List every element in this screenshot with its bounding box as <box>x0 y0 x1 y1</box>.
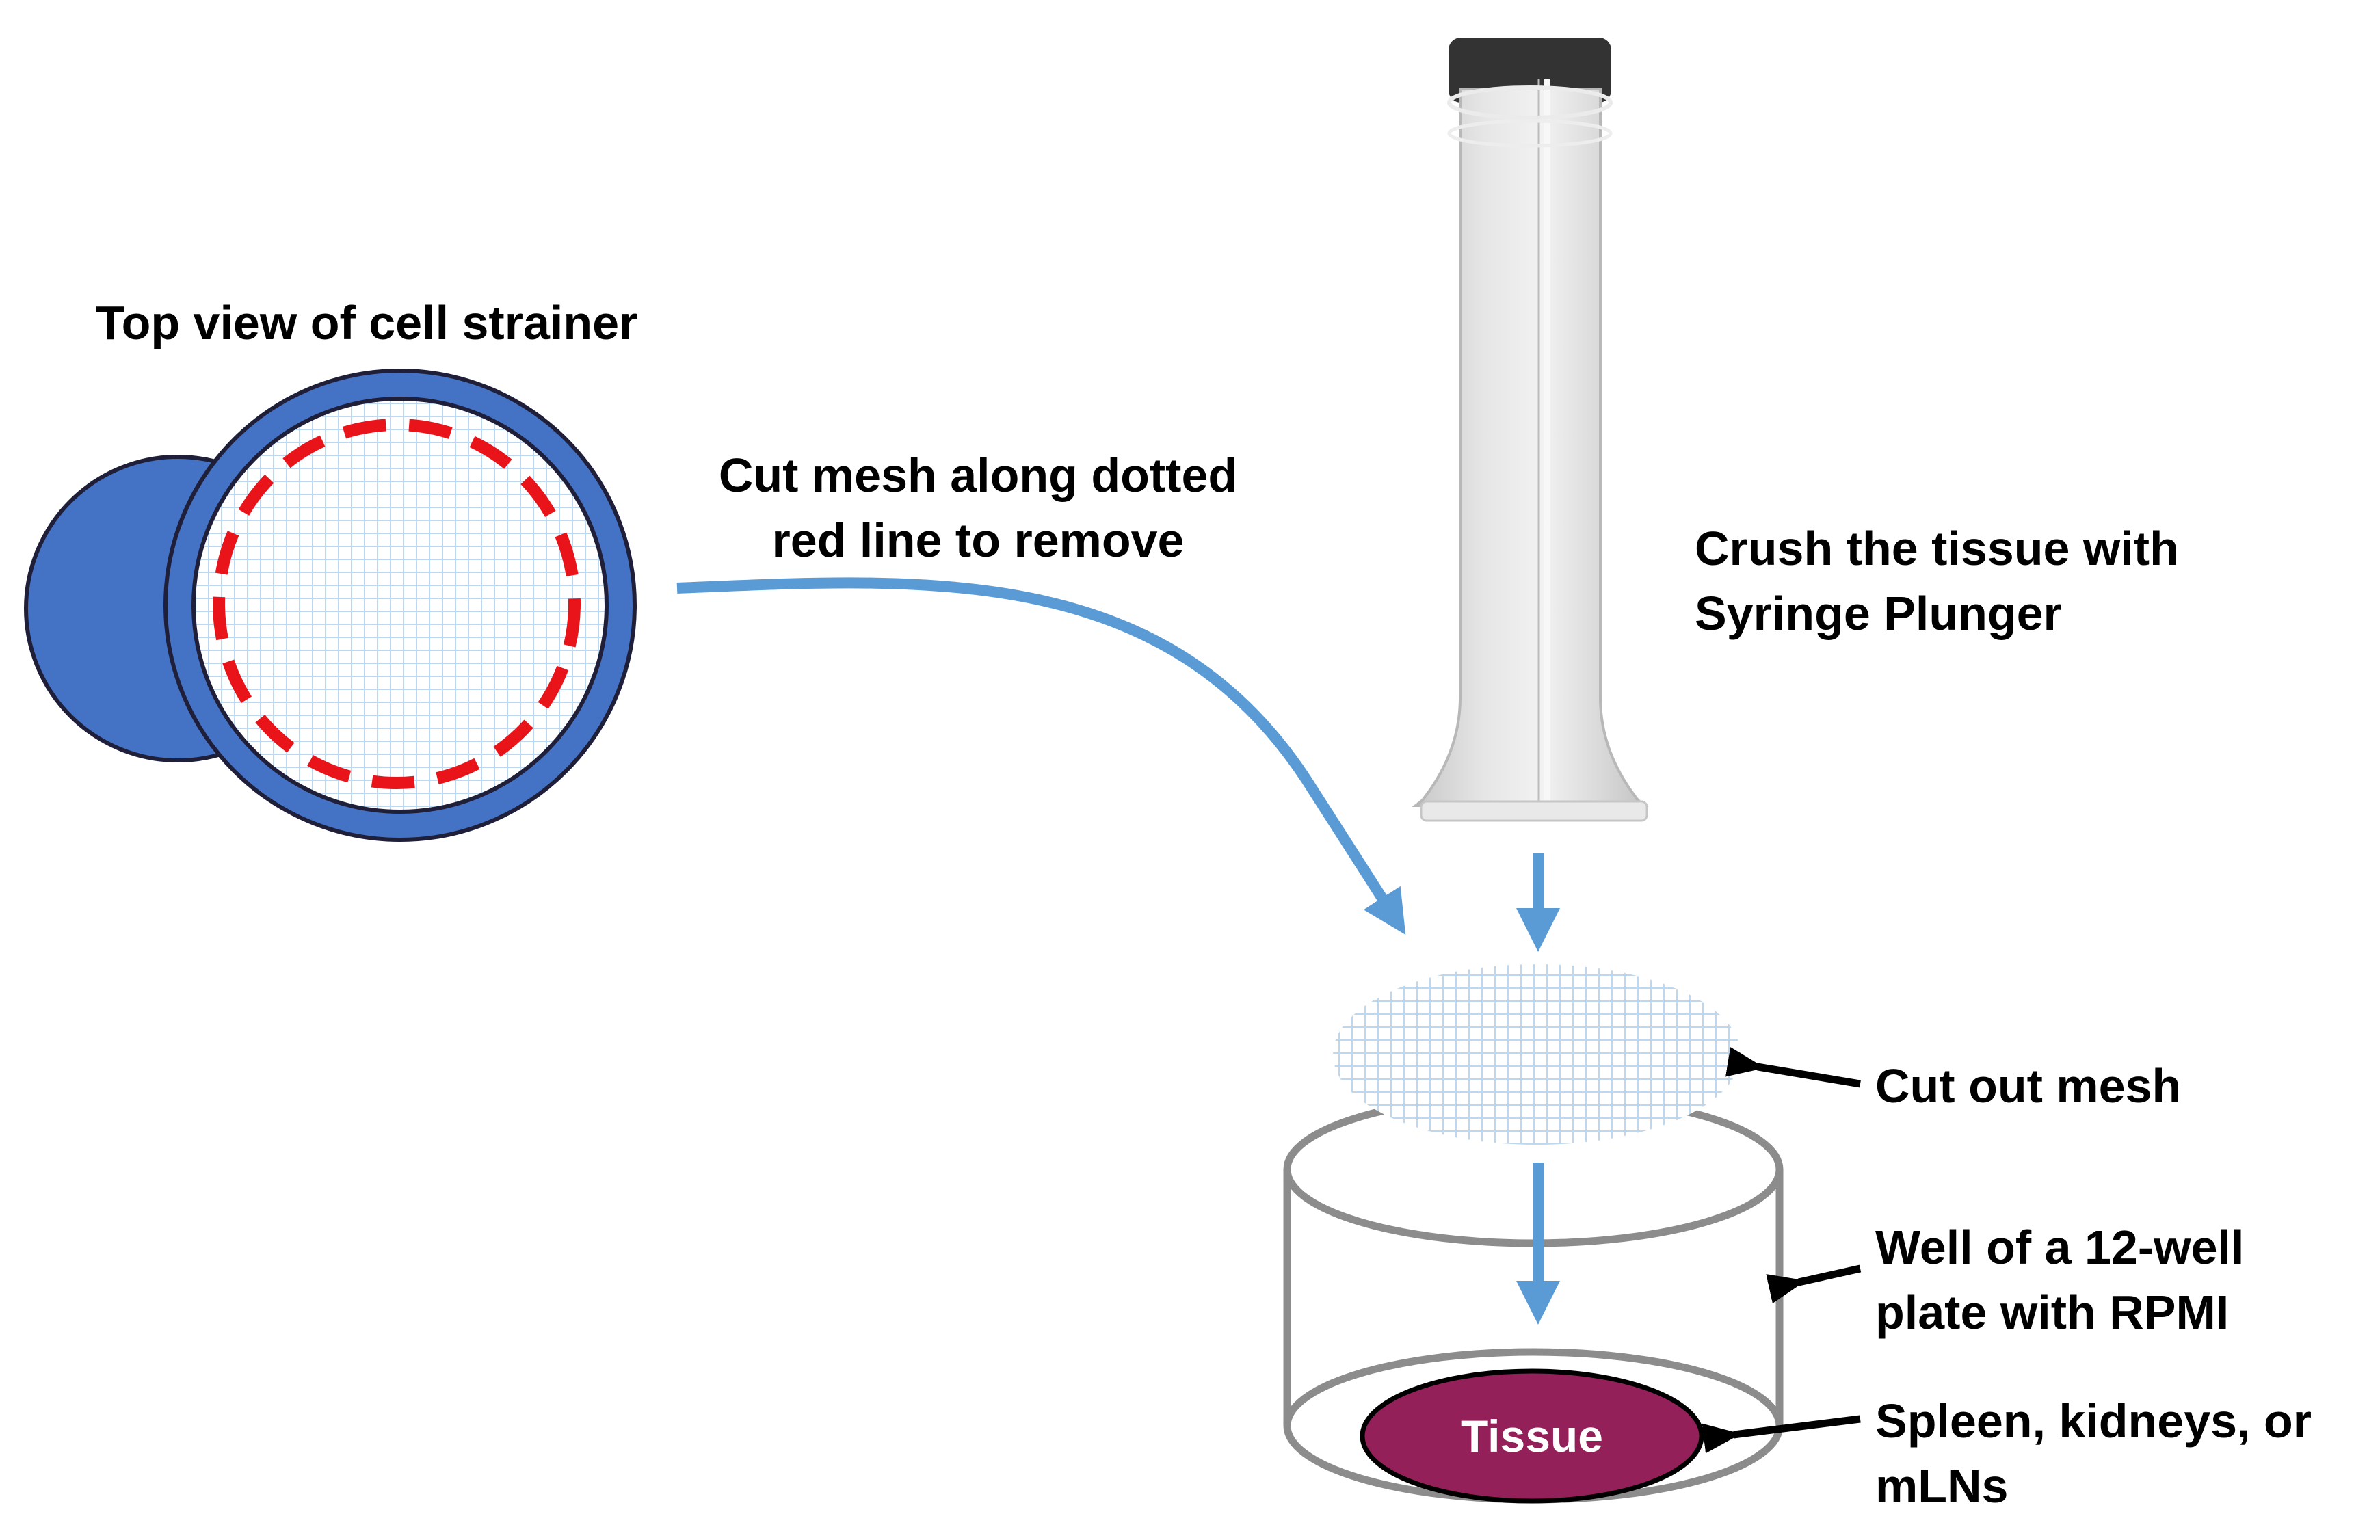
well-pointer-arrow <box>1766 1264 1862 1304</box>
flow-arrow-curved <box>676 577 1406 935</box>
well-label: Well of a 12-well plate with RPMI <box>1875 1215 2244 1345</box>
tissue-label: Tissue <box>1461 1411 1603 1461</box>
tissue-pointer-arrow <box>1702 1415 1861 1454</box>
syringe-plunger-icon <box>1412 38 1649 822</box>
cut-instruction-line: red line to remove <box>771 514 1185 568</box>
cut-instruction: Cut mesh along dotted red line to remove <box>684 443 1272 573</box>
cut-instruction-line: Cut mesh along dotted <box>718 449 1238 502</box>
cell-strainer <box>24 369 637 842</box>
strainer-title: Top view of cell strainer <box>96 296 638 349</box>
tissue-source-line: mLNs <box>1875 1459 2009 1513</box>
mesh-label: Cut out mesh <box>1875 1059 2182 1113</box>
tissue: Tissue <box>1360 1368 1704 1504</box>
crush-instruction-line: Syringe Plunger <box>1695 587 2062 641</box>
cut-out-mesh <box>1333 964 1741 1145</box>
crush-instruction-line: Crush the tissue with <box>1695 522 2179 575</box>
well-label-line: plate with RPMI <box>1875 1286 2230 1340</box>
tissue-source-label: Spleen, kidneys, or mLNs <box>1875 1389 2312 1519</box>
strainer-mesh <box>191 397 609 814</box>
cut-line <box>213 419 581 789</box>
tissue-source-line: Spleen, kidneys, or <box>1875 1394 2312 1448</box>
well-label-line: Well of a 12-well <box>1875 1221 2245 1274</box>
crush-instruction: Crush the tissue with Syringe Plunger <box>1695 516 2179 646</box>
mesh-pointer-arrow <box>1725 1047 1861 1088</box>
